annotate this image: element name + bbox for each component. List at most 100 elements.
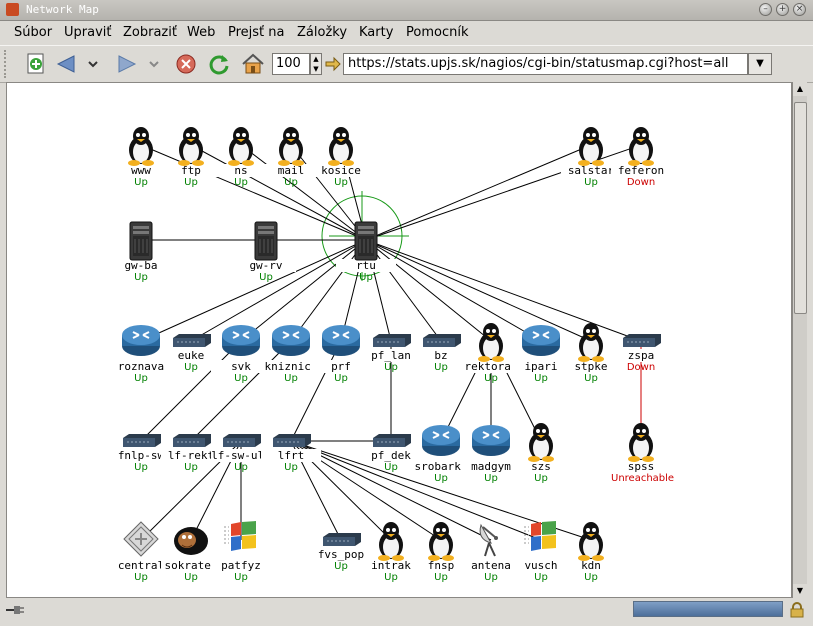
menu-web[interactable]: Web — [187, 25, 215, 40]
url-history-dropdown[interactable]: ▼ — [748, 53, 772, 75]
menu-file[interactable]: Súbor — [14, 25, 52, 40]
host-label: www — [111, 164, 171, 177]
forward-history-chevron-icon[interactable] — [147, 52, 161, 76]
menu-bookmarks[interactable]: Záložky — [297, 25, 347, 40]
menu-view-label: Zobraziť — [123, 25, 177, 40]
go-arrow-icon[interactable] — [324, 52, 342, 76]
link-lfrt-antena — [290, 440, 492, 541]
host-status: Up — [259, 272, 273, 283]
window-titlebar[interactable]: Network Map – + × — [0, 0, 813, 21]
security-lock-icon[interactable] — [790, 602, 804, 618]
menu-edit[interactable]: Upraviť — [64, 25, 111, 40]
zoom-input[interactable]: 100 — [272, 53, 310, 75]
link-rtu-salstar — [365, 144, 592, 241]
close-button[interactable]: × — [793, 3, 806, 16]
switch-icon — [161, 333, 221, 349]
menu-go[interactable]: Prejsť na — [228, 25, 285, 40]
new-tab-icon[interactable] — [24, 52, 48, 76]
host-status: Up — [184, 462, 198, 473]
stop-icon[interactable] — [174, 52, 198, 76]
host-status: Down — [626, 177, 656, 188]
menu-bookmarks-label: Záložky — [297, 25, 348, 40]
toolbar-grip[interactable] — [4, 50, 12, 78]
menu-view[interactable]: Zobraziť — [123, 25, 177, 40]
menu-tabs[interactable]: Karty — [359, 25, 393, 40]
app-icon — [6, 3, 19, 16]
forward-arrow-icon[interactable] — [115, 52, 139, 76]
switch-icon — [361, 333, 421, 349]
switch-icon — [311, 532, 371, 548]
router-icon — [311, 322, 371, 360]
switch-icon — [161, 433, 221, 449]
host-status: Up — [484, 373, 498, 384]
host-status: Up — [384, 362, 398, 373]
menubar: Súbor Upraviť Zobraziť Web Prejsť na Zál… — [0, 21, 813, 45]
scroll-down-button[interactable]: ▼ — [793, 584, 807, 598]
back-history-chevron-icon[interactable] — [86, 52, 100, 76]
link-svk-fnlp-sw — [140, 340, 242, 442]
back-arrow-icon[interactable] — [54, 52, 78, 76]
minimize-button[interactable]: – — [759, 3, 772, 16]
host-status: Up — [134, 272, 148, 283]
host-label: central — [111, 559, 171, 572]
reload-icon[interactable] — [207, 52, 231, 76]
zoom-stepper[interactable]: ▲▼ — [310, 53, 322, 75]
url-input[interactable]: https://stats.upjs.sk/nagios/cgi-bin/sta… — [343, 53, 748, 75]
linux-penguin-icon — [211, 126, 271, 166]
scroll-up-button[interactable]: ▲ — [793, 82, 807, 96]
link-lfrt-vusch — [290, 440, 542, 541]
host-status: Up — [184, 177, 198, 188]
host-label: zspa — [611, 349, 671, 362]
host-status: Up — [234, 177, 248, 188]
maximize-button[interactable]: + — [776, 3, 789, 16]
router-icon — [511, 322, 571, 360]
menu-help[interactable]: Pomocník — [406, 25, 468, 40]
scroll-thumb[interactable] — [794, 102, 807, 314]
host-label: kdn — [561, 559, 621, 572]
home-icon[interactable] — [241, 52, 265, 76]
vertical-scrollbar[interactable]: ▲ ▼ — [792, 82, 807, 598]
link-rtu-www — [140, 144, 367, 241]
host-label: vusch — [511, 559, 571, 572]
host-label: feferon — [611, 164, 671, 177]
